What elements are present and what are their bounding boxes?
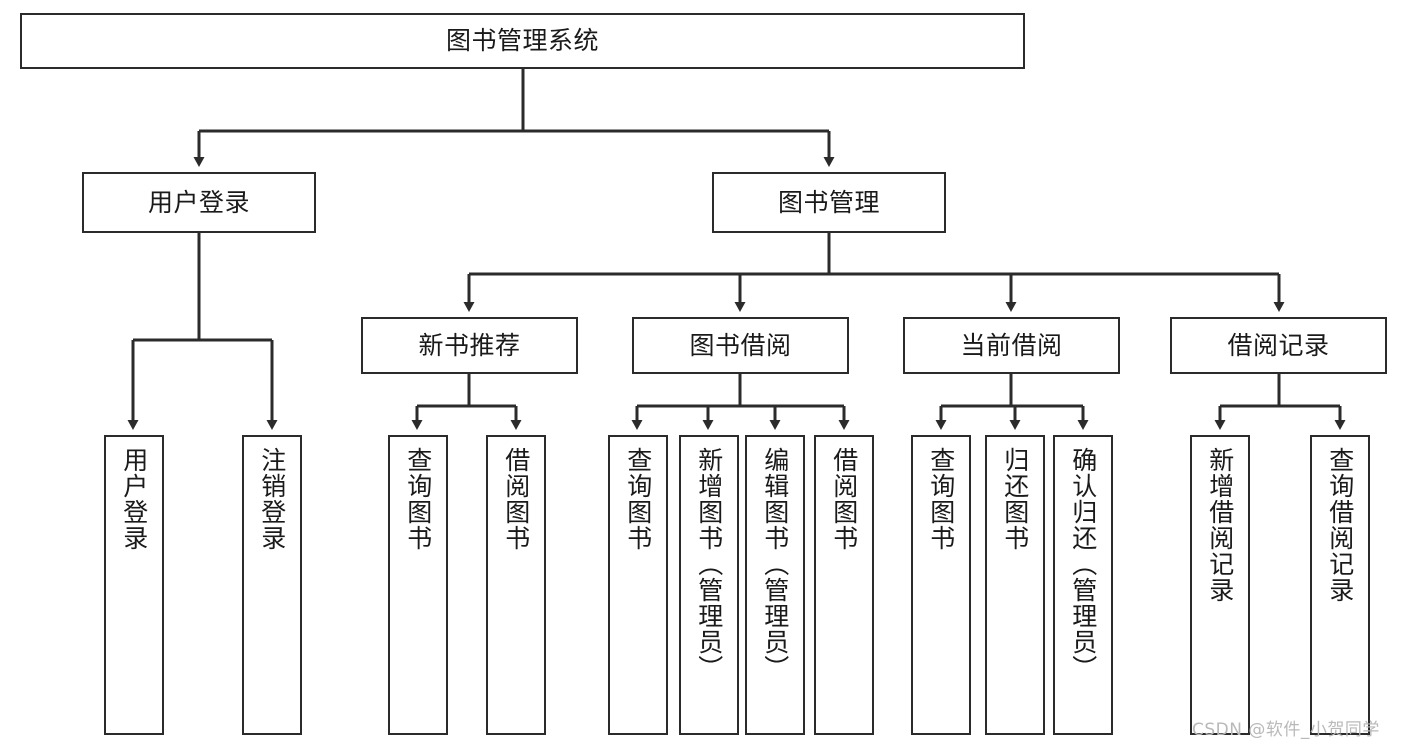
node-book-borrow[interactable]: 图书借阅	[632, 317, 849, 374]
node-leaf-query-book-1[interactable]: 查询图书	[388, 435, 448, 735]
node-leaf-borrow-book-1-label: 借阅图书	[501, 447, 531, 551]
node-book-manage[interactable]: 图书管理	[712, 172, 946, 233]
node-leaf-logout-label: 注销登录	[257, 447, 287, 551]
node-leaf-borrow-book-2[interactable]: 借阅图书	[814, 435, 874, 735]
node-leaf-query-record-label: 查询借阅记录	[1325, 447, 1355, 603]
node-leaf-add-record-label: 新增借阅记录	[1205, 447, 1235, 603]
node-leaf-query-book-3-label: 查询图书	[926, 447, 956, 551]
node-leaf-logout[interactable]: 注销登录	[242, 435, 302, 735]
node-user-login-label: 用户登录	[147, 187, 250, 217]
node-borrow-record[interactable]: 借阅记录	[1170, 317, 1387, 374]
node-leaf-return-book[interactable]: 归还图书	[985, 435, 1045, 735]
node-root[interactable]: 图书管理系统	[20, 13, 1025, 69]
node-leaf-confirm-return[interactable]: 确认归还（管理员）	[1053, 435, 1113, 735]
node-leaf-query-book-3[interactable]: 查询图书	[911, 435, 971, 735]
node-root-label: 图书管理系统	[445, 26, 599, 56]
node-new-book-recommend[interactable]: 新书推荐	[361, 317, 578, 374]
node-leaf-query-book-2[interactable]: 查询图书	[608, 435, 668, 735]
node-borrow-record-label: 借阅记录	[1227, 330, 1330, 360]
node-book-manage-label: 图书管理	[777, 187, 880, 217]
node-book-borrow-label: 图书借阅	[689, 330, 792, 360]
node-current-borrow-label: 当前借阅	[960, 330, 1063, 360]
node-leaf-borrow-book-1[interactable]: 借阅图书	[486, 435, 546, 735]
node-leaf-user-login[interactable]: 用户登录	[104, 435, 164, 735]
node-leaf-add-book-label: 新增图书（管理员）	[694, 447, 724, 681]
node-leaf-query-record[interactable]: 查询借阅记录	[1310, 435, 1370, 735]
node-leaf-borrow-book-2-label: 借阅图书	[829, 447, 859, 551]
watermark-text: CSDN @软件_小贺同学	[1192, 720, 1380, 740]
node-leaf-add-book[interactable]: 新增图书（管理员）	[679, 435, 739, 735]
node-leaf-add-record[interactable]: 新增借阅记录	[1190, 435, 1250, 735]
node-user-login[interactable]: 用户登录	[82, 172, 316, 233]
node-current-borrow[interactable]: 当前借阅	[903, 317, 1120, 374]
node-leaf-return-book-label: 归还图书	[1000, 447, 1030, 551]
node-new-book-recommend-label: 新书推荐	[418, 330, 521, 360]
node-leaf-query-book-1-label: 查询图书	[403, 447, 433, 551]
node-leaf-user-login-label: 用户登录	[119, 447, 149, 551]
node-leaf-query-book-2-label: 查询图书	[623, 447, 653, 551]
node-leaf-edit-book[interactable]: 编辑图书（管理员）	[745, 435, 805, 735]
node-leaf-confirm-return-label: 确认归还（管理员）	[1068, 447, 1098, 681]
node-leaf-edit-book-label: 编辑图书（管理员）	[760, 447, 790, 681]
